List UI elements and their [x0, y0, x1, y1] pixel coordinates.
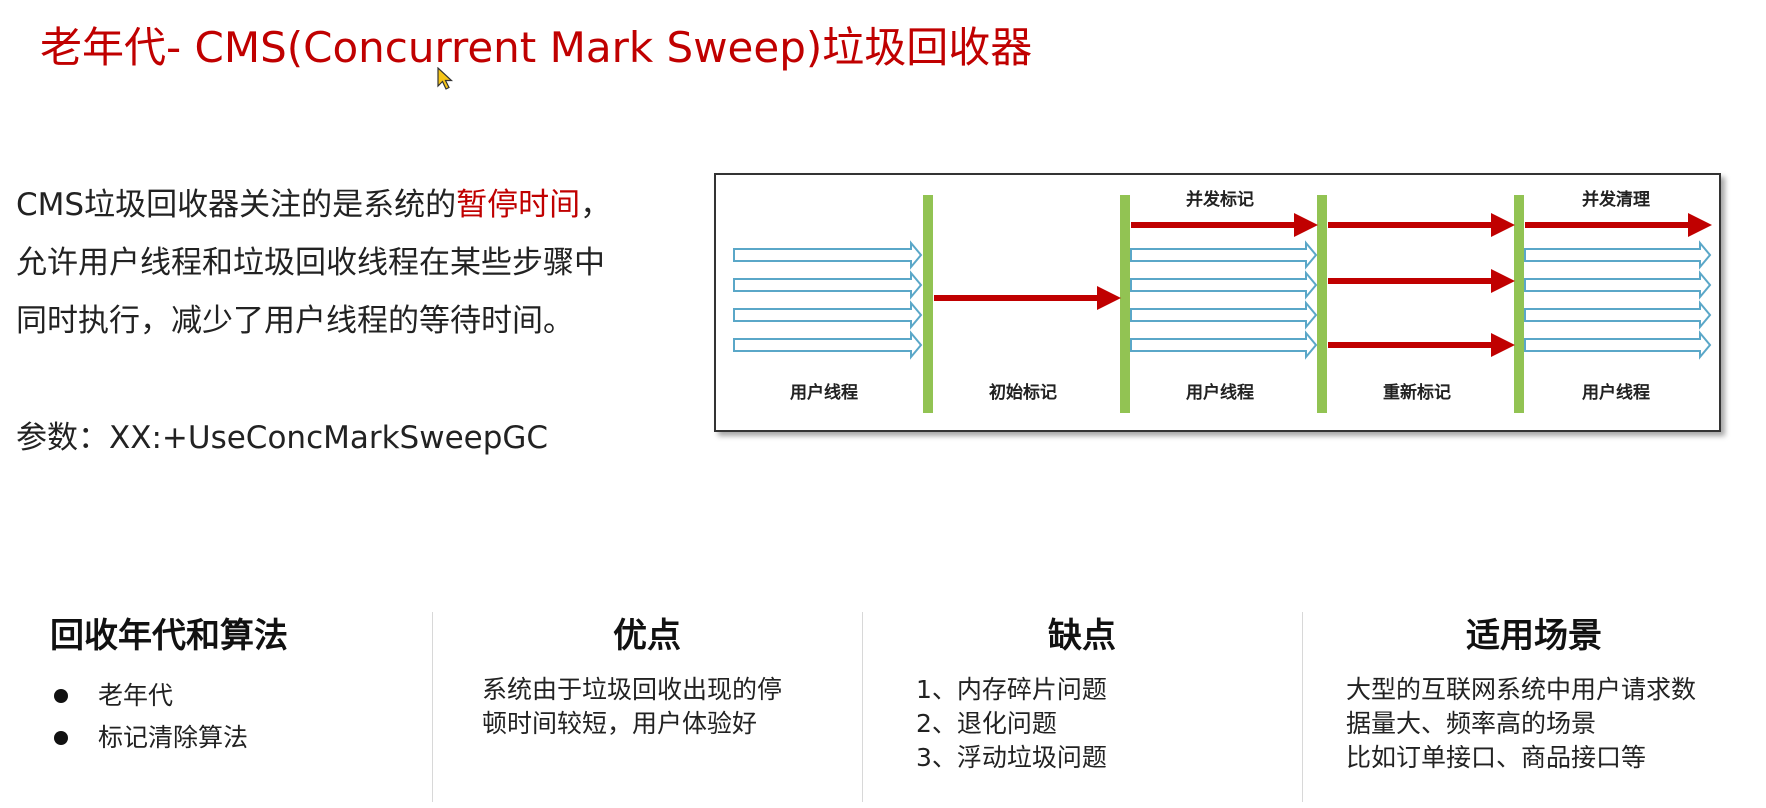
bullet-icon	[54, 689, 68, 703]
phase-label-user-thread-3: 用户线程	[1582, 382, 1650, 403]
algorithm-column: 回收年代和算法 老年代 标记清除算法	[50, 608, 420, 808]
user-thread-arrows-1	[733, 240, 923, 360]
phase-top-label-concurrent-mark: 并发标记	[1186, 189, 1254, 210]
disadvantages-column: 缺点 1、内存碎片问题 2、退化问题 3、浮动垃圾问题	[862, 608, 1302, 808]
barrier-1	[923, 195, 933, 413]
gc-thread-arrows-remark	[1328, 213, 1515, 357]
page-title: 老年代- CMS(Concurrent Mark Sweep)垃圾回收器	[40, 23, 1033, 72]
user-thread-arrows-5	[1524, 240, 1712, 360]
advantages-column: 优点 系统由于垃圾回收出现的停 顿时间较短，用户体验好	[432, 608, 862, 808]
highlight-pause-time: 暂停时间	[456, 187, 581, 223]
barrier-4	[1514, 195, 1524, 413]
cms-phase-diagram: 并发标记 并发清理 用户线程 初始标记 用户线程 重新标记 用户线程	[714, 173, 1721, 432]
scenarios-heading: 适用场景	[1466, 616, 1602, 656]
phase-label-user-thread-2: 用户线程	[1186, 382, 1254, 403]
column-divider	[862, 612, 863, 802]
list-item: 标记清除算法	[50, 717, 420, 759]
user-thread-arrows-3	[1130, 240, 1318, 360]
barrier-2	[1120, 195, 1130, 413]
phase-label-initial-mark: 初始标记	[989, 382, 1057, 403]
cms-phase-svg: 并发标记 并发清理 用户线程 初始标记 用户线程 重新标记 用户线程	[733, 189, 1712, 413]
description-line-1: CMS垃圾回收器关注的是系统的暂停时间，	[16, 187, 612, 223]
description: CMS垃圾回收器关注的是系统的暂停时间， 允许用户线程和垃圾回收线程在某些步骤中…	[16, 176, 611, 350]
advantages-body: 系统由于垃圾回收出现的停 顿时间较短，用户体验好	[482, 675, 783, 738]
phase-top-label-concurrent-sweep: 并发清理	[1582, 189, 1650, 210]
disadvantages-body: 1、内存碎片问题 2、退化问题 3、浮动垃圾问题	[916, 675, 1107, 772]
column-divider	[432, 612, 433, 802]
advantages-heading: 优点	[613, 616, 681, 656]
scenarios-body: 大型的互联网系统中用户请求数 据量大、频率高的场景 比如订单接口、商品接口等	[1346, 675, 1697, 772]
bullet-icon	[54, 731, 68, 745]
algorithm-heading: 回收年代和算法	[50, 616, 288, 656]
scenarios-column: 适用场景 大型的互联网系统中用户请求数 据量大、频率高的场景 比如订单接口、商品…	[1302, 608, 1766, 808]
phase-label-remark: 重新标记	[1383, 382, 1451, 403]
algorithm-list: 老年代 标记清除算法	[50, 675, 420, 759]
column-divider	[1302, 612, 1303, 802]
description-line-2: 允许用户线程和垃圾回收线程在某些步骤中	[16, 245, 605, 281]
disadvantages-heading: 缺点	[1048, 616, 1116, 656]
description-line-3: 同时执行，减少了用户线程的等待时间。	[16, 303, 574, 339]
jvm-parameter: 参数：XX:+UseConcMarkSweepGC	[16, 420, 549, 456]
barrier-3	[1317, 195, 1327, 413]
list-item: 老年代	[50, 675, 420, 717]
phase-label-user-thread-1: 用户线程	[790, 382, 858, 403]
